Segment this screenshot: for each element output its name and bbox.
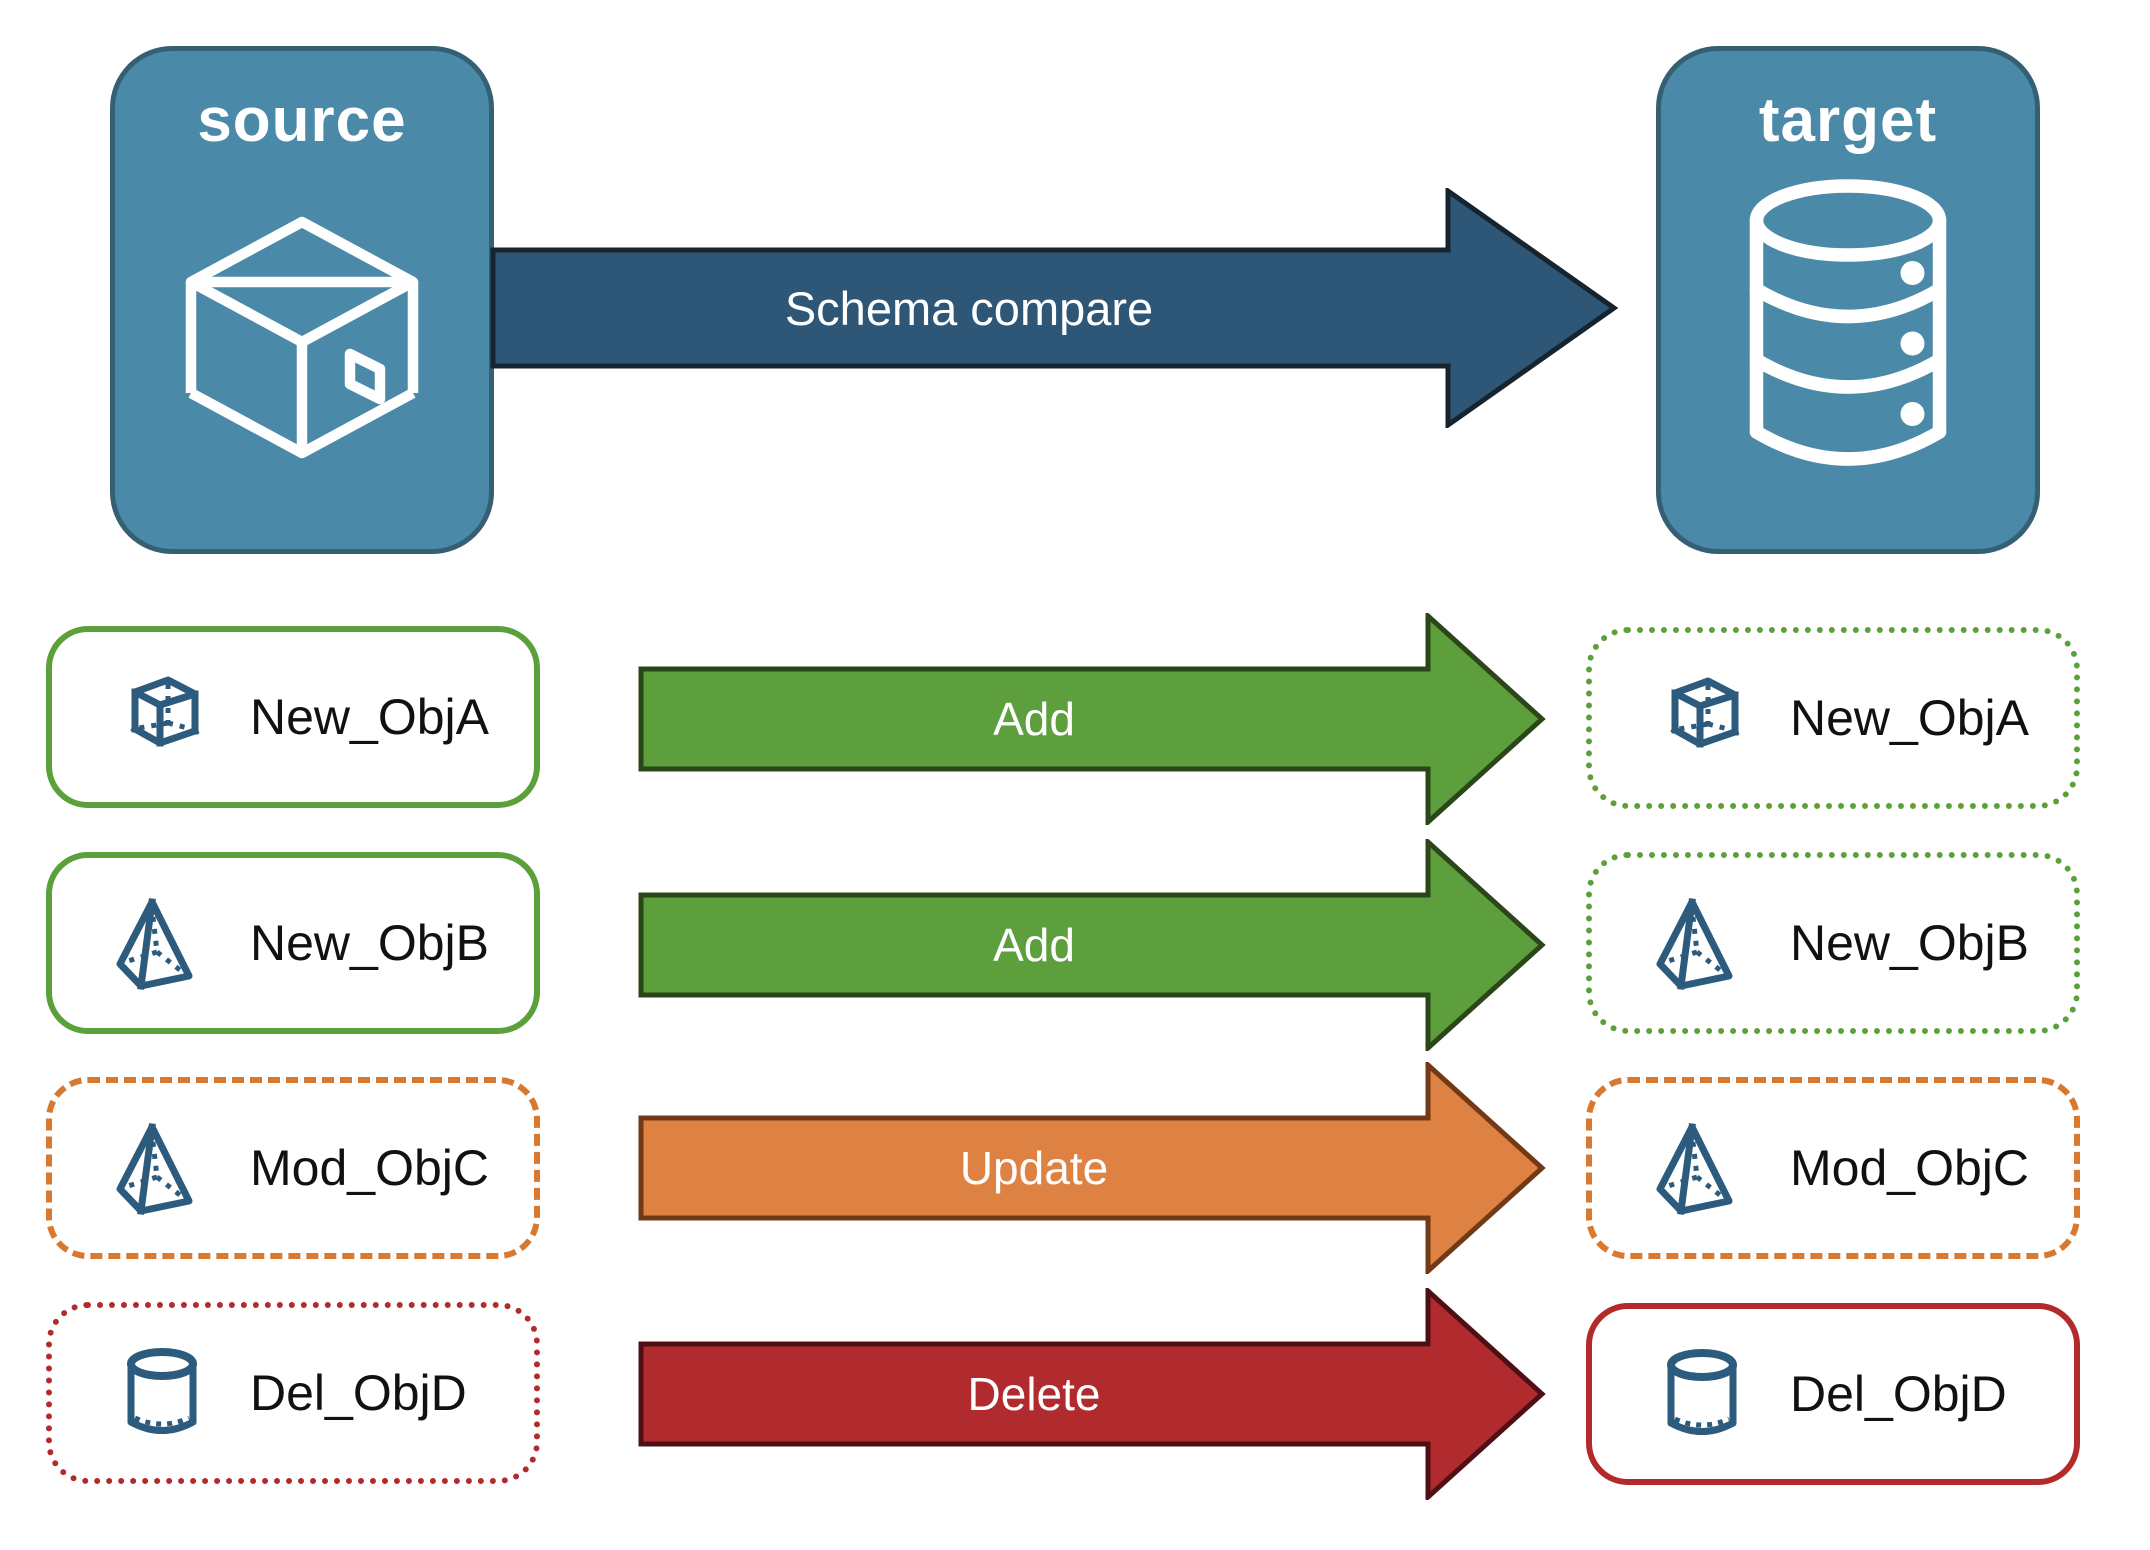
object-label: Del_ObjD [250,1365,467,1421]
pyramid-icon [1652,1118,1752,1218]
object-label: New_ObjB [1790,915,2029,971]
source-object-new-obja: New_ObjA [46,626,540,808]
target-node: target [1656,46,2040,554]
object-label: Del_ObjD [1790,1366,2007,1422]
pyramid-icon [1652,893,1752,993]
delete-arrow-shape [638,1288,1546,1500]
object-label: Mod_ObjC [1790,1140,2029,1196]
source-node: source [110,46,494,554]
schema-compare-arrow-shape [490,188,1618,428]
target-object-new-objb: New_ObjB [1586,852,2080,1034]
package-box-icon [185,216,419,459]
cube-icon [1652,668,1752,768]
source-object-new-objb: New_ObjB [46,852,540,1034]
object-label: New_ObjA [1790,690,2029,746]
delete-arrow [638,1288,1546,1500]
update-arrow [638,1062,1546,1274]
target-node-label: target [1758,86,1938,155]
source-object-del-objd: Del_ObjD [46,1302,540,1484]
cube-icon [112,667,212,767]
cylinder-icon [1652,1344,1752,1444]
pyramid-icon [112,893,212,993]
object-label: New_ObjA [250,689,489,745]
add-arrow-1 [638,613,1546,825]
source-object-mod-objc: Mod_ObjC [46,1077,540,1259]
add-arrow-2 [638,839,1546,1051]
update-arrow-shape [638,1062,1546,1274]
target-object-mod-objc: Mod_ObjC [1586,1077,2080,1259]
pyramid-icon [112,1118,212,1218]
add-arrow-1-shape [638,613,1546,825]
source-node-label: source [197,86,407,155]
schema-compare-arrow [490,188,1618,428]
target-object-del-objd: Del_ObjD [1586,1303,2080,1485]
database-icon [1749,179,1947,466]
cylinder-icon [112,1343,212,1443]
object-label: New_ObjB [250,915,489,971]
object-label: Mod_ObjC [250,1140,489,1196]
target-object-new-obja: New_ObjA [1586,627,2080,809]
add-arrow-2-shape [638,839,1546,1051]
